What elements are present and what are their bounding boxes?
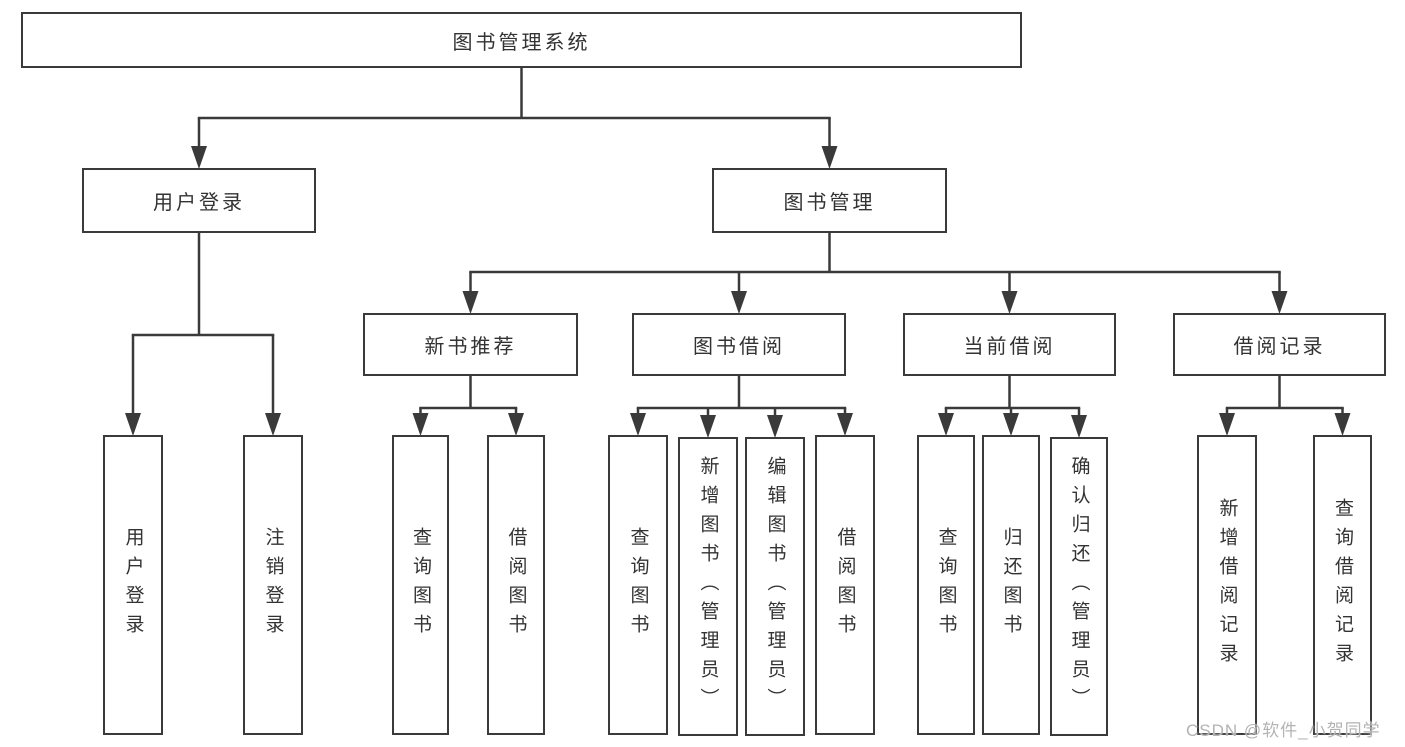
arrowhead-book-borrow-bb-edit-books (767, 415, 783, 438)
node-label-cb-query-books: 查询图书 (935, 527, 957, 643)
node-br-query-record: 查询借阅记录 (1313, 435, 1372, 735)
node-user-login: 用户登录 (82, 168, 316, 233)
node-label-book-borrow: 图书借阅 (693, 336, 785, 358)
arrowhead-current-borrow-cb-confirm-return (1071, 415, 1087, 438)
node-rec-borrow-books: 借阅图书 (487, 435, 545, 735)
arrowhead-current-borrow-cb-query-books (938, 413, 954, 436)
node-book-mgmt: 图书管理 (712, 168, 947, 233)
node-label-login: 用户登录 (122, 527, 144, 643)
node-bb-query-books: 查询图书 (608, 435, 668, 735)
node-label-current-borrow: 当前借阅 (963, 336, 1056, 358)
node-book-borrow: 图书借阅 (632, 313, 846, 376)
node-label-new-book-rec: 新书推荐 (424, 336, 517, 358)
node-label-bb-query-books: 查询图书 (627, 527, 649, 643)
node-bb-add-books: 新增图书（管理员） (678, 437, 738, 736)
node-label-user-login: 用户登录 (153, 192, 245, 214)
arrowhead-root-book-mgmt (821, 146, 838, 169)
node-label-br-query-record: 查询借阅记录 (1332, 498, 1353, 672)
arrowhead-new-book-rec-rec-query-books (412, 413, 429, 436)
node-current-borrow: 当前借阅 (903, 313, 1116, 376)
arrowhead-book-mgmt-current-borrow (1001, 291, 1018, 314)
node-borrow-records: 借阅记录 (1173, 313, 1386, 376)
node-label-bb-edit-books: 编辑图书（管理员） (764, 456, 786, 717)
node-label-cb-confirm-return: 确认归还（管理员） (1068, 456, 1090, 717)
arrowhead-borrow-records-br-query-record (1334, 413, 1351, 436)
node-label-rec-query-books: 查询图书 (410, 527, 431, 643)
node-root: 图书管理系统 (21, 12, 1022, 68)
arrowhead-borrow-records-br-add-record (1219, 413, 1235, 436)
node-label-bb-borrow-books: 借阅图书 (834, 527, 856, 643)
node-label-book-mgmt: 图书管理 (783, 192, 876, 214)
arrowhead-book-borrow-bb-add-books (700, 415, 716, 438)
arrowhead-user-login-logout (265, 413, 281, 436)
node-br-add-record: 新增借阅记录 (1197, 435, 1257, 735)
node-new-book-rec: 新书推荐 (363, 313, 578, 376)
arrowhead-new-book-rec-rec-borrow-books (508, 413, 524, 436)
node-login: 用户登录 (103, 435, 163, 735)
node-label-bb-add-books: 新增图书（管理员） (697, 456, 719, 717)
arrowhead-root-user-login (191, 146, 207, 169)
arrowhead-book-mgmt-new-book-rec (462, 291, 479, 314)
arrowhead-current-borrow-cb-return-books (1003, 413, 1019, 436)
node-label-cb-return-books: 归还图书 (1000, 527, 1022, 643)
arrowhead-book-borrow-bb-query-books (630, 413, 646, 436)
node-rec-query-books: 查询图书 (392, 435, 449, 735)
node-label-rec-borrow-books: 借阅图书 (505, 527, 527, 643)
node-logout: 注销登录 (243, 435, 303, 735)
arrowhead-book-mgmt-book-borrow (731, 291, 747, 314)
arrowhead-book-mgmt-borrow-records (1271, 291, 1288, 314)
node-label-borrow-records: 借阅记录 (1233, 336, 1326, 358)
node-label-logout: 注销登录 (262, 527, 284, 643)
node-bb-borrow-books: 借阅图书 (815, 435, 875, 735)
node-label-root: 图书管理系统 (452, 31, 591, 54)
csdn-watermark: CSDN @软件_小贺同学 (1186, 721, 1381, 740)
node-cb-return-books: 归还图书 (982, 435, 1040, 735)
node-bb-edit-books: 编辑图书（管理员） (745, 437, 805, 736)
node-cb-query-books: 查询图书 (917, 435, 975, 735)
node-cb-confirm-return: 确认归还（管理员） (1050, 437, 1108, 736)
arrowhead-book-borrow-bb-borrow-books (837, 413, 853, 436)
arrowhead-user-login-login (125, 413, 141, 436)
node-label-br-add-record: 新增借阅记录 (1216, 498, 1238, 672)
